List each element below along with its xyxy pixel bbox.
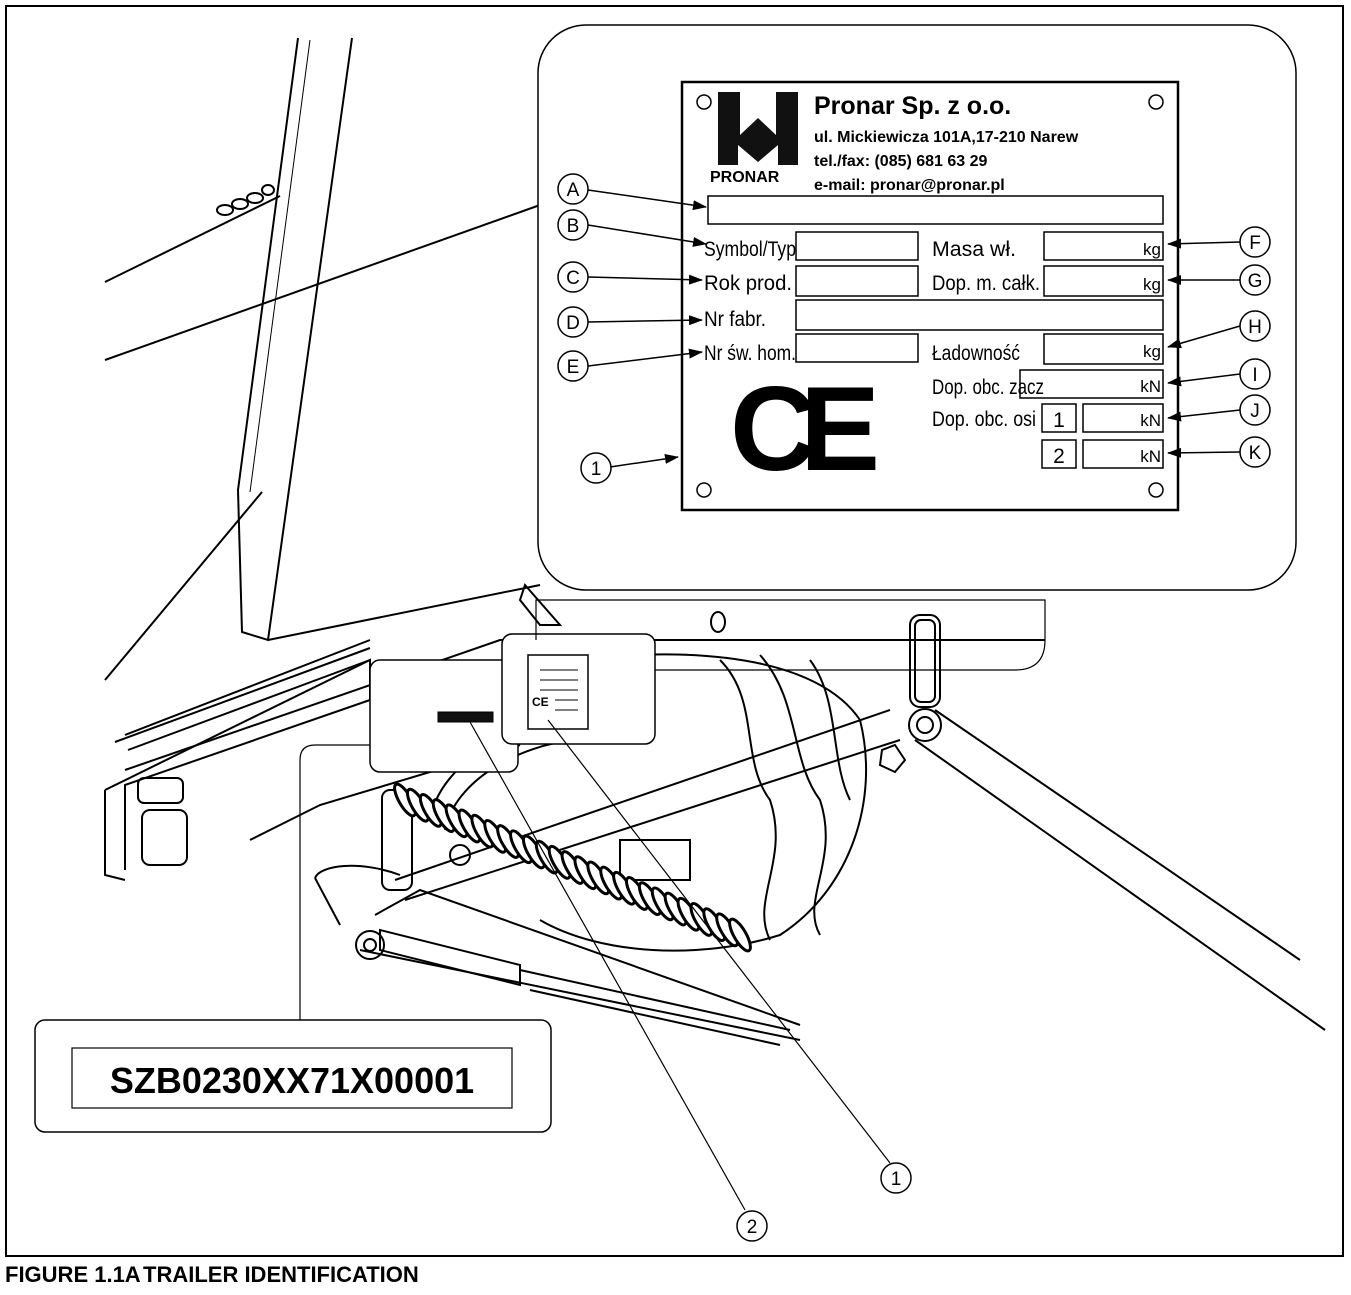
callout-circles [557,173,1271,1242]
screw-hole-icon [1148,482,1164,498]
vin-plate [71,1047,513,1109]
unit-kg: kg [1143,275,1161,294]
figure-frame [5,5,1344,1257]
screw-hole-icon [696,94,712,110]
company-address: ul. Mickiewicza 101A,17-210 Narew [814,129,1079,146]
callout-f: F [1249,233,1261,254]
callout-plate-ref: 1 [591,459,602,480]
callout-k: K [1249,443,1262,464]
label-year: Rok prod. [704,272,792,295]
location-leaders [299,719,891,1211]
callout-j: J [1250,401,1260,422]
callout-letters: A B C D E F G H I J K 1 1 2 [566,180,1262,1238]
spring-turn [728,917,752,953]
callout-b: B [567,216,580,237]
trailer-drawing [104,37,1326,1046]
label-capacity: Ładowność [932,342,1020,365]
company-phone: tel./fax: (085) 681 63 29 [814,153,988,170]
mini-ce-mark: CE [532,695,549,709]
chain-icon [216,184,275,216]
nameplate-units: kg kg kg kN kN kN [1140,240,1161,466]
logo-wordmark: PRONAR [710,169,780,186]
trailer-plate-location [369,633,656,773]
callout-d: D [566,313,580,334]
coil-spring-turns [393,782,752,953]
pronar-logo-icon [718,92,798,165]
callout-location-2: 2 [747,1217,758,1238]
axle-number: 2 [1053,445,1065,468]
screw-hole-icon [696,482,712,498]
axle-number: 1 [1053,409,1065,432]
callout-g: G [1248,271,1263,292]
callout-i: I [1252,365,1257,386]
plate-callout-connector [535,599,1046,671]
label-symbol: Symbol/Typ [704,238,796,261]
company-email: e-mail: pronar@pronar.pl [814,177,1005,194]
label-homologation: Nr św. hom. [704,342,796,365]
unit-kg: kg [1143,240,1161,259]
nameplate-labels: Symbol/Typ Rok prod. Nr fabr. Nr św. hom… [704,238,1044,431]
label-serial: Nr fabr. [704,308,766,331]
label-axle-load: Dop. obc. osi [932,408,1036,431]
callout-c: C [566,268,580,289]
unit-kg: kg [1143,342,1161,361]
label-hitch-load: Dop. obc. zacz [932,376,1044,399]
callout-h: H [1248,317,1262,338]
axle-numbers: 1 2 [1053,409,1065,468]
ce-mark: CE [730,362,880,496]
label-total-mass: Dop. m. całk. [932,272,1040,295]
figure-number: FIGURE 1.1A [5,1262,141,1287]
callout-arrows [587,189,1241,468]
unit-kn: kN [1140,377,1161,396]
callout-a: A [567,180,580,201]
unit-kn: kN [1140,411,1161,430]
callout-location-1: 1 [891,1169,902,1190]
label-mass: Masa wł. [932,238,1016,261]
nameplate-fields [707,195,1164,469]
screw-hole-icon [1148,94,1164,110]
callout-e: E [567,357,580,378]
unit-kn: kN [1140,447,1161,466]
figure-title: TRAILER IDENTIFICATION [143,1262,419,1287]
vin-number: SZB0230XX71X00001 [110,1060,474,1101]
company-name: Pronar Sp. z o.o. [814,92,1011,120]
